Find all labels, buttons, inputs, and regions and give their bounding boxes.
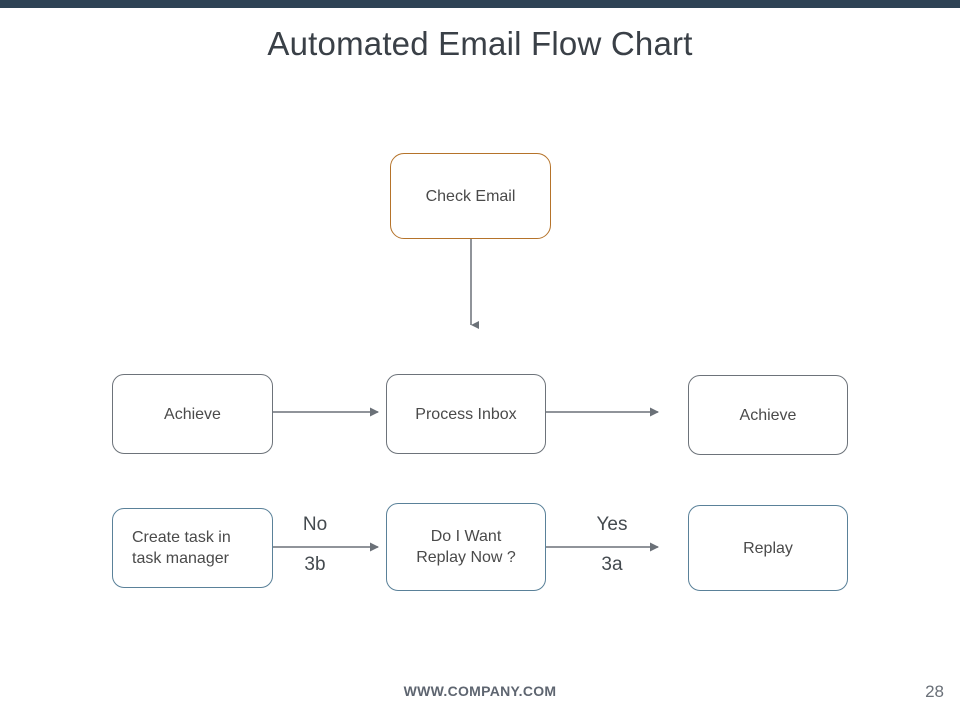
node-do-i-want-replay-label: Do I Want Replay Now ? <box>416 528 516 566</box>
page-title: Automated Email Flow Chart <box>267 25 693 62</box>
edge-label-3a: 3a <box>601 554 623 575</box>
edge-label-no: No <box>302 514 328 535</box>
node-replay[interactable]: Replay <box>688 505 848 591</box>
node-process-inbox[interactable]: Process Inbox <box>386 374 546 454</box>
edge-label-yes: Yes <box>596 514 628 535</box>
node-achieve-left-label: Achieve <box>164 405 221 423</box>
node-achieve-right-label: Achieve <box>739 406 797 424</box>
top-accent-bar <box>0 0 960 8</box>
footer-page-number: 28 <box>925 682 944 701</box>
node-do-i-want-replay[interactable]: Do I Want Replay Now ? <box>386 503 546 591</box>
node-check-email-label: Check Email <box>425 187 516 205</box>
node-replay-label: Replay <box>743 539 793 557</box>
node-achieve-right[interactable]: Achieve <box>688 375 848 455</box>
node-create-task[interactable]: Create task in task manager <box>112 508 273 588</box>
node-achieve-left[interactable]: Achieve <box>112 374 273 454</box>
node-check-email[interactable]: Check Email <box>390 153 551 239</box>
edge-label-3b: 3b <box>304 554 326 575</box>
footer-company-url: WWW.COMPANY.COM <box>403 683 557 699</box>
node-create-task-label: Create task in task manager <box>132 529 231 567</box>
node-process-inbox-label: Process Inbox <box>415 405 517 423</box>
